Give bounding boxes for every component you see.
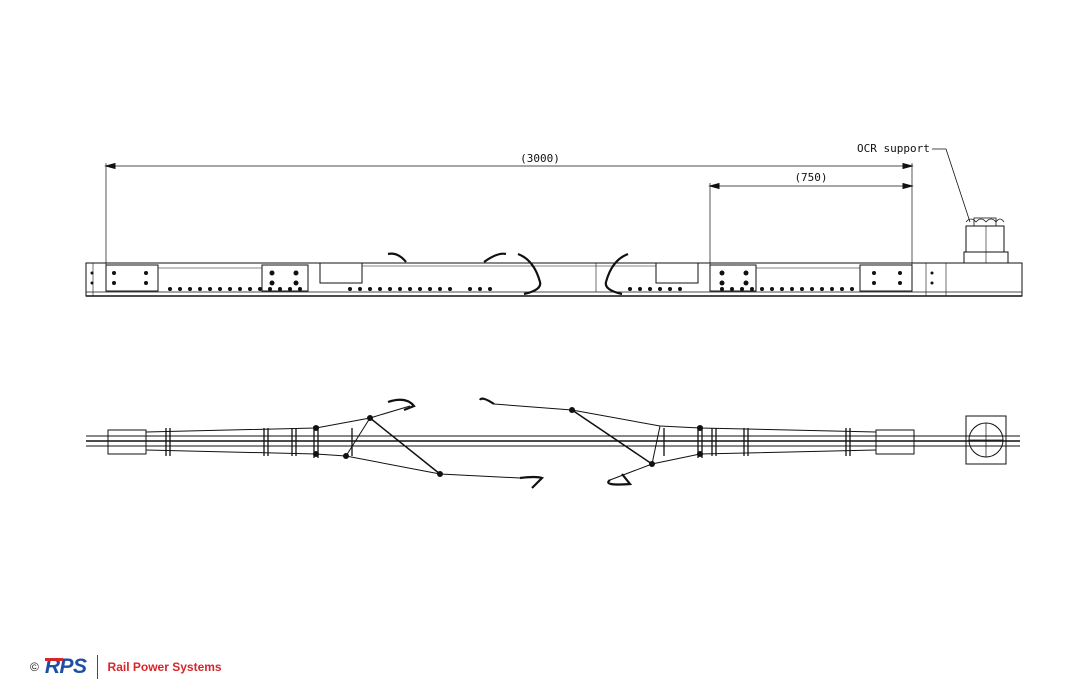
runner-horns-side xyxy=(387,252,629,296)
dimension-partial-label: (750) xyxy=(794,171,827,184)
bolt-row-left xyxy=(168,287,492,291)
plate-bolts xyxy=(90,270,934,286)
ocr-support-label: OCR support xyxy=(857,142,930,155)
bolt-row-right xyxy=(628,287,854,291)
dimension-overall: (3000) xyxy=(104,152,914,268)
ocr-support-plan xyxy=(965,415,1007,465)
logo-divider xyxy=(96,655,98,679)
company-name: Rail Power Systems xyxy=(107,660,222,674)
plan-clamps xyxy=(165,426,851,458)
runner-horns-plan xyxy=(387,397,633,489)
ocr-support-insulator xyxy=(963,217,1009,264)
rps-logo: RPS xyxy=(44,655,87,679)
plan-view xyxy=(86,397,1020,489)
rail-mark-icon xyxy=(44,658,63,661)
copyright-symbol: © xyxy=(30,660,39,674)
side-view: (3000) (750) OCR support xyxy=(85,142,1023,297)
footer: © RPS Rail Power Systems xyxy=(30,652,222,682)
dimension-partial: (750) xyxy=(708,171,914,268)
ocr-support-callout: OCR support xyxy=(857,142,971,223)
dimension-overall-label: (3000) xyxy=(520,152,560,165)
